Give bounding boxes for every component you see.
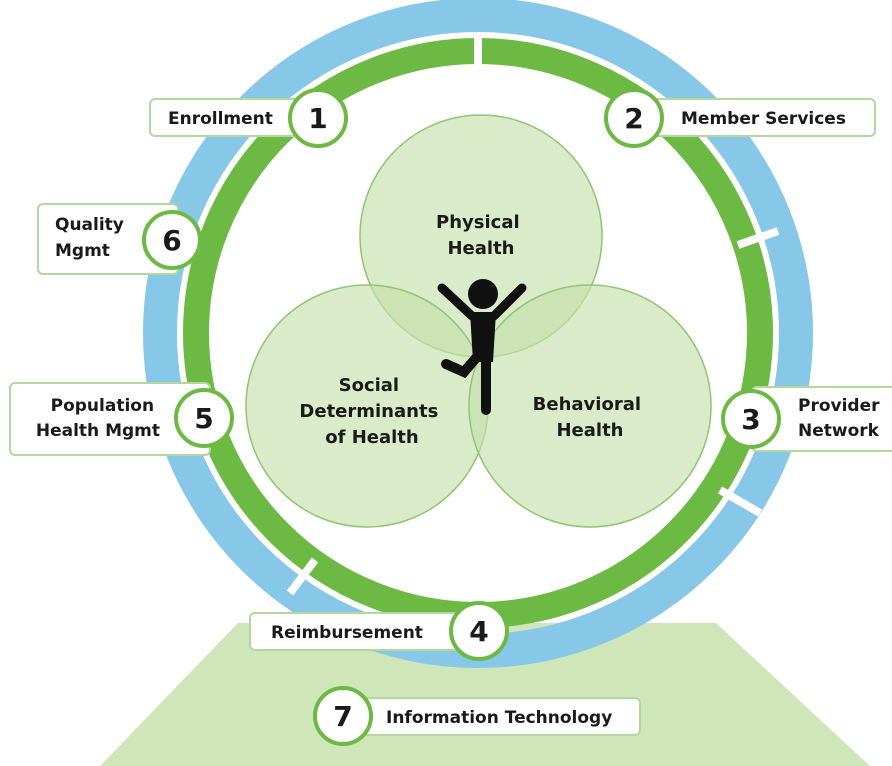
provider-network-line-2: Network (798, 421, 880, 441)
quality-mgmt-tag: Quality Mgmt (37, 203, 179, 275)
behavioral-health-label: Behavioral Health (533, 394, 648, 441)
provider-network-line-1: Provider (798, 396, 880, 416)
reimbursement-number: 4 (469, 615, 488, 648)
reimbursement-badge: 4 (449, 601, 509, 661)
quality-mgmt-badge: 6 (142, 210, 202, 270)
provider-network-tag: Provider Network (751, 386, 892, 452)
reimbursement-tag: Reimbursement (249, 612, 469, 651)
information-technology-badge: 7 (313, 686, 373, 746)
social-determinants-line-3: of Health (325, 427, 418, 448)
social-determinants-label: Social Determinants of Health (299, 375, 444, 448)
enrollment-label: Enrollment (168, 109, 273, 129)
physical-health-line-2: Health (447, 238, 514, 259)
enrollment-badge: 1 (288, 88, 348, 148)
it-platform (100, 623, 870, 766)
quality-mgmt-label: Quality Mgmt (55, 215, 130, 261)
person-icon (437, 279, 527, 415)
enrollment-tag: Enrollment (149, 98, 301, 137)
member-services-number: 2 (624, 102, 643, 135)
population-health-label: Population Health Mgmt (36, 396, 160, 441)
physical-health-label: Physical Health (436, 212, 526, 259)
social-determinants-line-2: Determinants (299, 401, 438, 422)
information-technology-label: Information Technology (386, 708, 612, 728)
information-technology-tag: Information Technology (337, 697, 641, 736)
information-technology-number: 7 (333, 700, 352, 733)
behavioral-health-line-2: Health (556, 420, 623, 441)
quality-mgmt-line-1: Quality (55, 215, 124, 235)
social-determinants-line-1: Social (339, 375, 400, 396)
venn-diagram (245, 114, 712, 528)
provider-network-label: Provider Network (798, 396, 885, 441)
member-services-tag: Member Services (619, 98, 876, 137)
member-services-label: Member Services (681, 109, 846, 129)
behavioral-health-circle (468, 284, 712, 528)
quality-mgmt-number: 6 (162, 224, 181, 257)
physical-health-line-1: Physical (436, 212, 520, 233)
population-health-number: 5 (194, 402, 213, 435)
provider-network-number: 3 (741, 403, 760, 436)
population-health-badge: 5 (174, 388, 234, 448)
quality-mgmt-line-2: Mgmt (55, 241, 110, 261)
population-health-line-1: Population (51, 396, 154, 416)
behavioral-health-line-1: Behavioral (533, 394, 641, 415)
population-health-line-2: Health Mgmt (36, 421, 160, 441)
member-services-badge: 2 (604, 88, 664, 148)
reimbursement-label: Reimbursement (271, 623, 423, 643)
enrollment-number: 1 (308, 102, 327, 135)
provider-network-badge: 3 (721, 389, 781, 449)
